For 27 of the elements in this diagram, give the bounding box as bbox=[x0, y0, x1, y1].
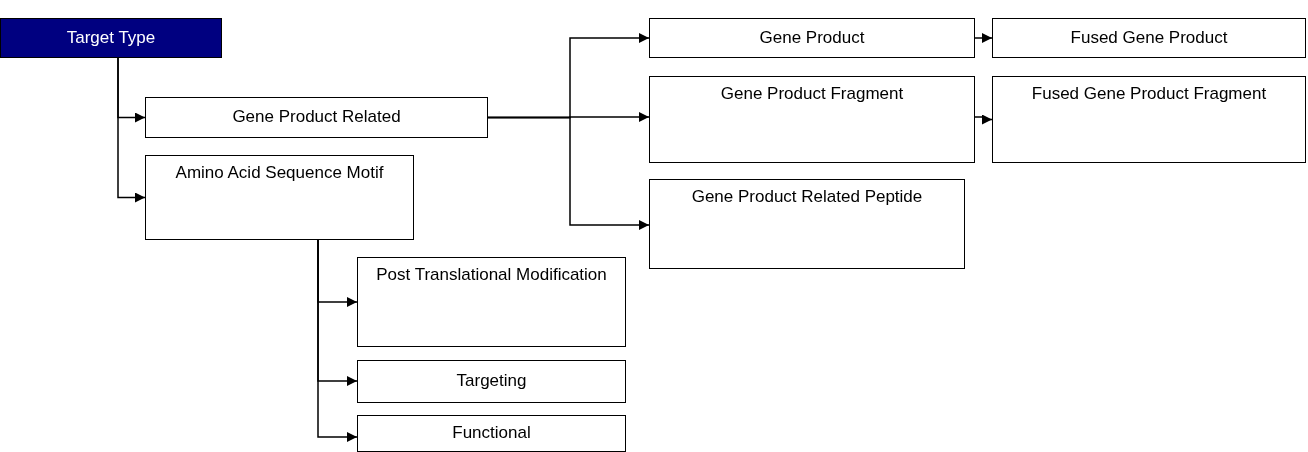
process-box bbox=[649, 76, 975, 163]
box-label: Target Type bbox=[66, 26, 156, 49]
process-box bbox=[992, 76, 1306, 163]
process-box bbox=[649, 18, 975, 58]
process-box bbox=[357, 257, 626, 347]
box-label: Fused Gene Product bbox=[1070, 26, 1228, 49]
box-label: Targeting bbox=[456, 370, 527, 393]
arrow bbox=[974, 33, 993, 43]
box-label: Functional bbox=[452, 422, 531, 444]
arrow bbox=[117, 57, 146, 203]
arrow bbox=[487, 116, 650, 230]
box-label: Gene Product Related bbox=[232, 106, 401, 129]
process-box bbox=[145, 97, 488, 138]
box-label: Post Translational Modification bbox=[376, 264, 607, 286]
arrow bbox=[317, 239, 358, 442]
process-box bbox=[0, 18, 222, 58]
box-label: Gene Product Related Peptide bbox=[691, 186, 923, 208]
process-box bbox=[992, 18, 1306, 58]
box-label: Fused Gene Product Fragment bbox=[1031, 83, 1267, 105]
arrow bbox=[974, 114, 993, 125]
process-box bbox=[649, 179, 965, 269]
box-label: Gene Product bbox=[759, 26, 865, 49]
process-box bbox=[357, 360, 626, 403]
process-box bbox=[357, 415, 626, 452]
box-label: Gene Product Fragment bbox=[720, 83, 904, 105]
process-box bbox=[145, 155, 414, 240]
box-label: Amino Acid Sequence Motif bbox=[175, 162, 384, 184]
